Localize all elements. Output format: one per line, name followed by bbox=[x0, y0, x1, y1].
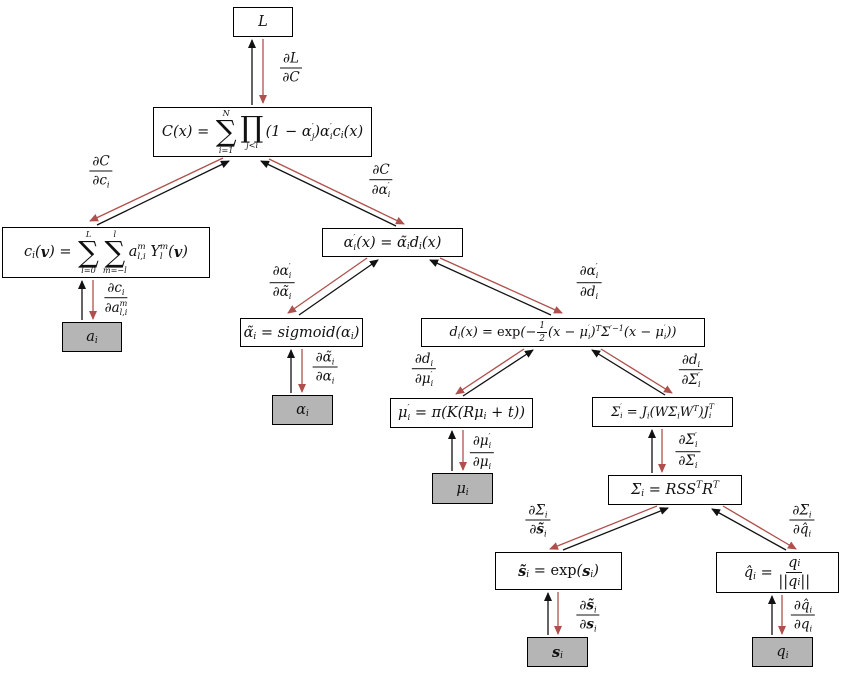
edge-grad-d-muprime bbox=[455, 348, 525, 395]
edge-grad-alphaprime-alphatilde bbox=[287, 257, 368, 314]
edge-forward-d-alphaprime bbox=[429, 259, 552, 316]
edge-forward-c-C bbox=[96, 160, 230, 226]
node-loss-L: L bbox=[233, 7, 293, 37]
edge-grad-C-c bbox=[89, 157, 224, 222]
edge-label-dalphaprime-dalphatilde: ∂α′i∂α̃i bbox=[269, 261, 295, 301]
edge-grad-C-alphaprime bbox=[268, 158, 405, 225]
edge-forward-alphaprime-C bbox=[260, 160, 397, 227]
edge-forward-sigmaprime-d bbox=[591, 349, 666, 396]
edge-forward-alphatilde-alphaprime bbox=[298, 259, 379, 316]
node-loss-L-formula: L bbox=[258, 14, 268, 30]
edge-grad-alphaprime-d bbox=[439, 257, 563, 314]
edge-forward-stilde-sigma bbox=[562, 507, 669, 551]
edge-forward-muprime-d bbox=[462, 349, 534, 397]
edge-grad-d-sigmaprime bbox=[600, 348, 673, 394]
edge-label-dC-dalphaprime: ∂C∂α′i bbox=[369, 162, 393, 200]
edge-grad-sigma-stilde bbox=[549, 505, 658, 550]
edge-label-dL-dC: ∂L∂C bbox=[280, 51, 302, 86]
edge-forward-qhat-sigma bbox=[711, 508, 787, 551]
edge-grad-sigma-qhat bbox=[722, 505, 797, 550]
